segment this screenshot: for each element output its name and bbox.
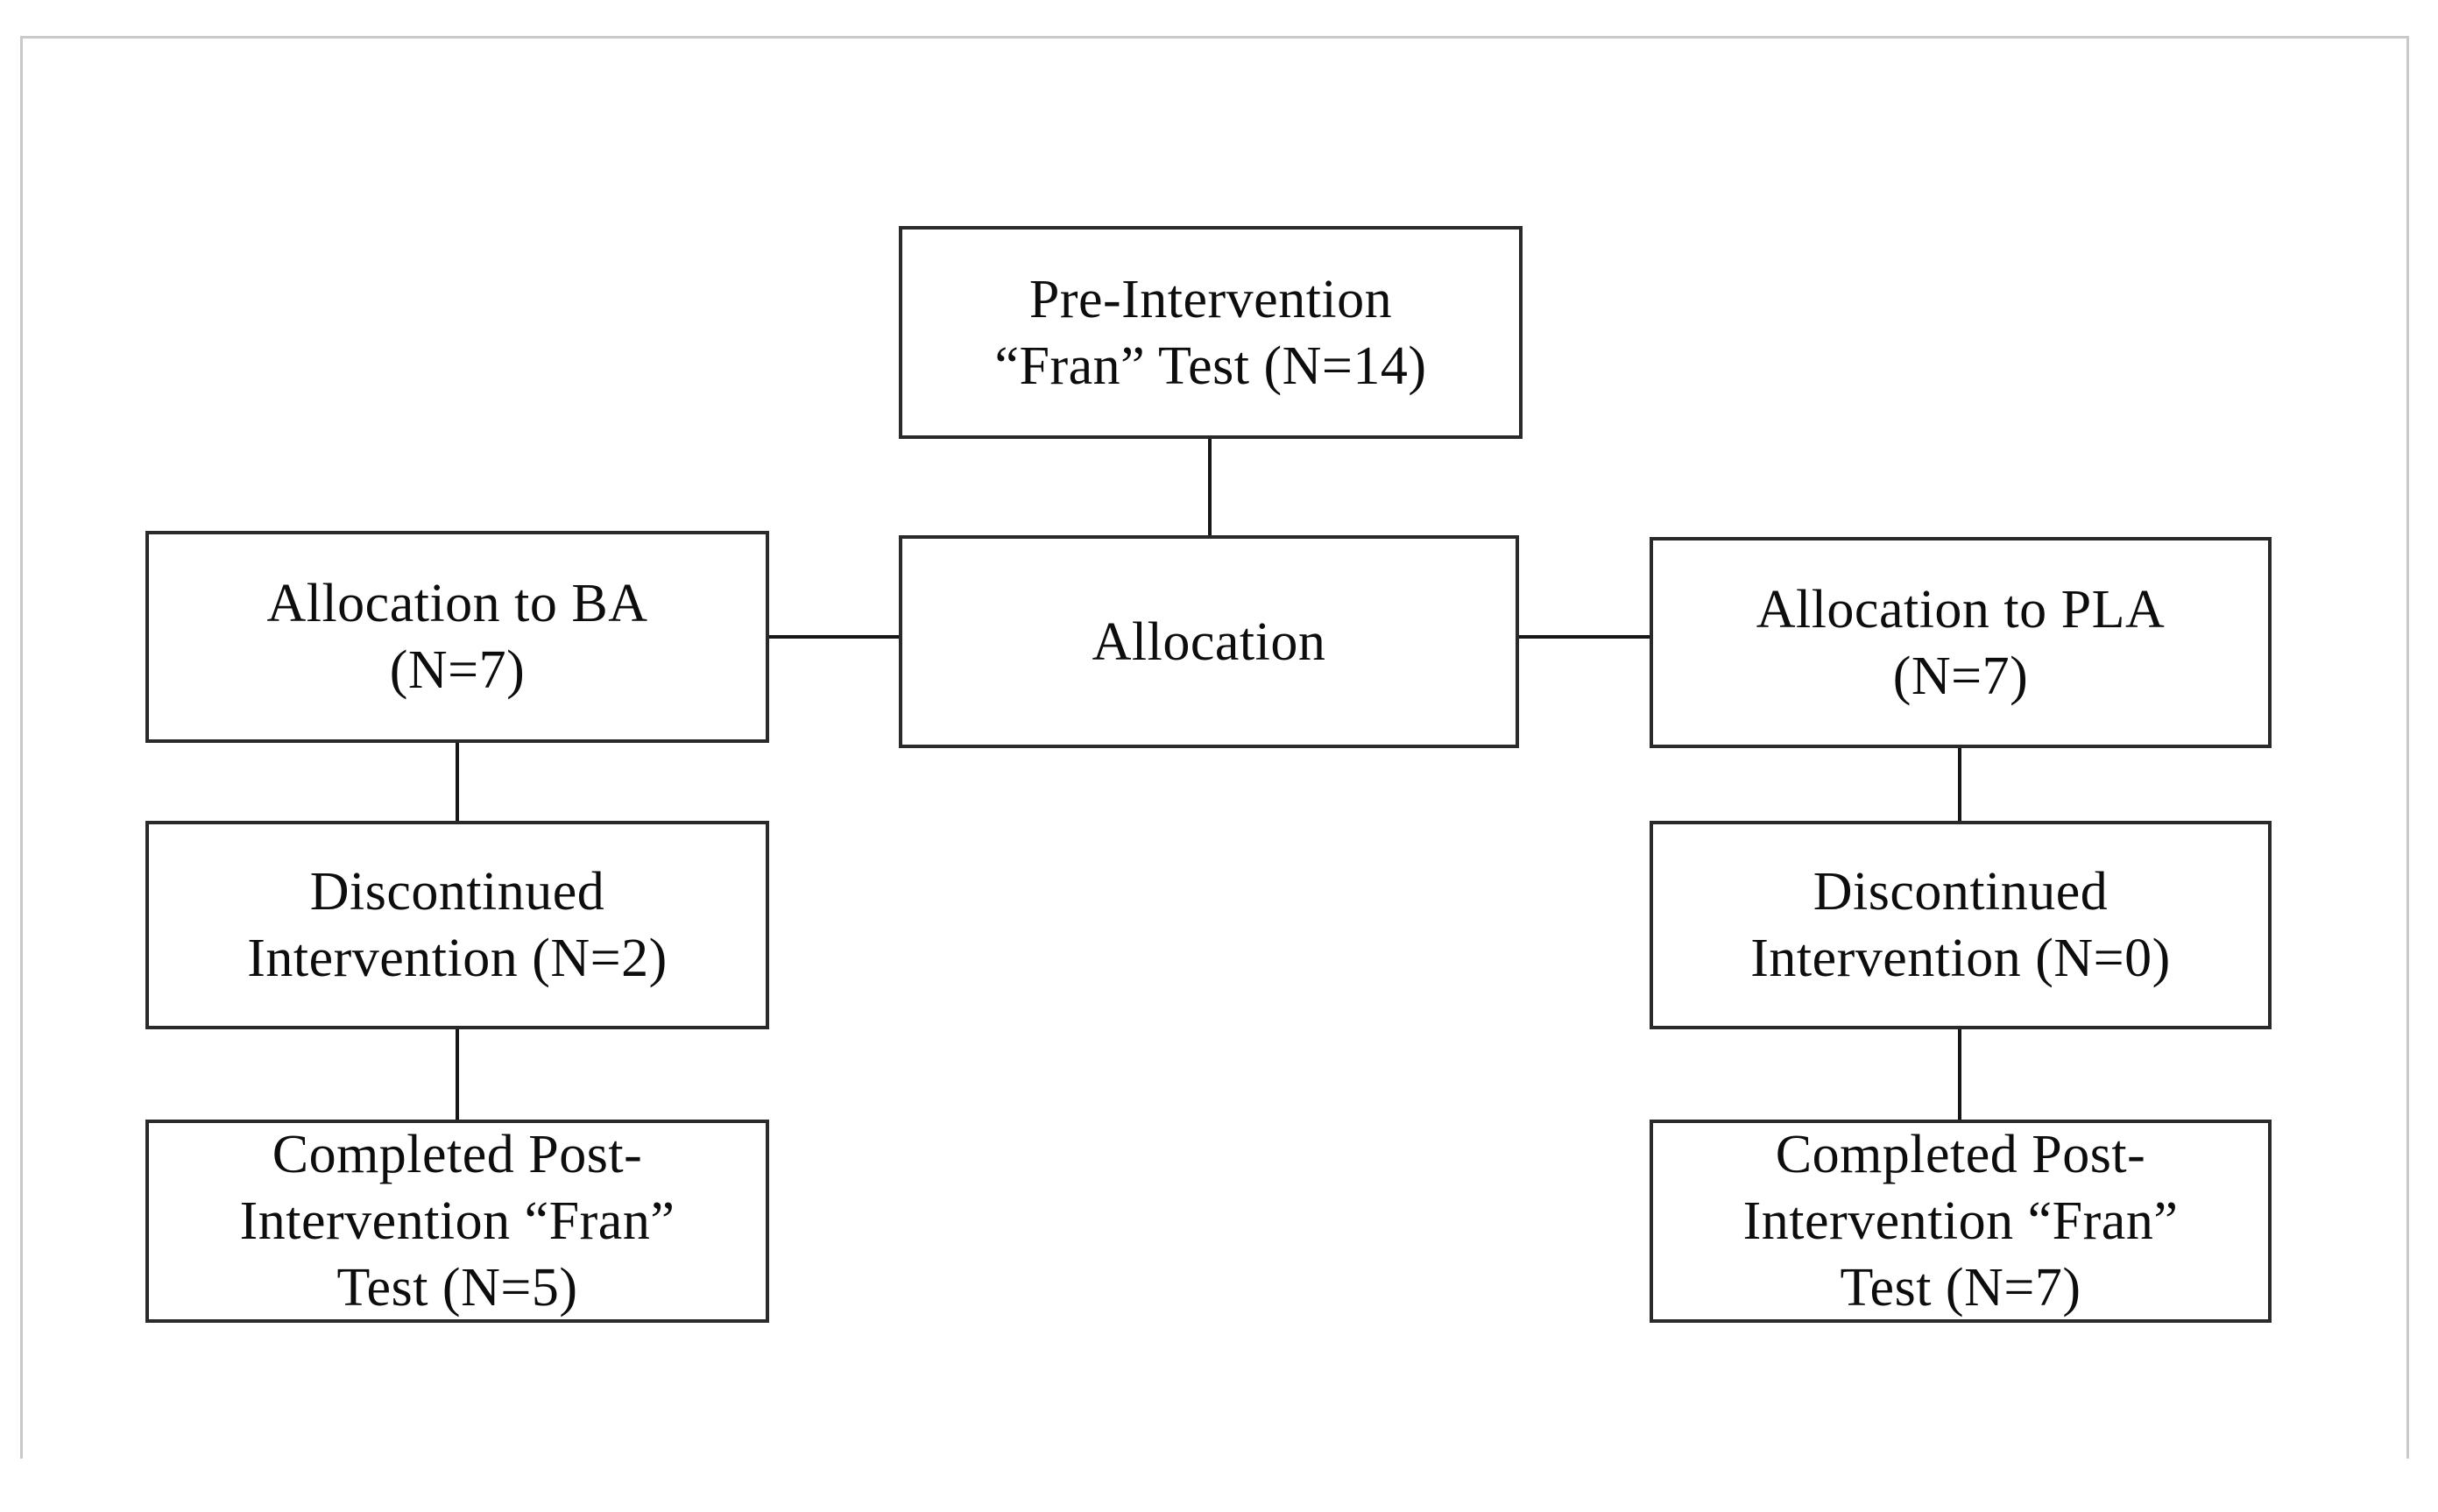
node-text-line: Test (N=5) <box>336 1258 578 1318</box>
node-completed-ba: Completed Post- Intervention “Fran” Test… <box>145 1120 769 1323</box>
node-text-line: Intervention (N=0) <box>1750 929 2171 988</box>
node-allocation-pla: Allocation to PLA (N=7) <box>1650 537 2272 748</box>
node-allocation-ba: Allocation to BA (N=7) <box>145 531 769 743</box>
connector-pla-to-discontinued <box>1958 748 1961 821</box>
node-text-line: Allocation <box>1092 611 1326 672</box>
node-text-line: Completed Post- <box>1775 1125 2146 1184</box>
node-text-line: (N=7) <box>1892 646 2029 706</box>
node-discontinued-pla: Discontinued Intervention (N=0) <box>1650 821 2272 1029</box>
node-text-line: Intervention (N=2) <box>247 929 668 988</box>
node-allocation: Allocation <box>899 535 1519 748</box>
connector-ba-to-discontinued <box>456 743 459 821</box>
node-text-line: (N=7) <box>389 640 526 700</box>
node-text-line: Intervention “Fran” <box>1742 1191 2179 1251</box>
node-pre-intervention-test: Pre-Intervention “Fran” Test (N=14) <box>899 226 1523 439</box>
connector-ba-discontinued-to-completed <box>456 1029 459 1120</box>
connector-allocation-to-ba <box>769 635 899 639</box>
node-text-line: Completed Post- <box>272 1125 643 1184</box>
node-text-line: Pre-Intervention <box>1028 269 1393 329</box>
node-text-line: Allocation to PLA <box>1756 579 2166 639</box>
node-text-line: Discontinued <box>1813 862 2109 922</box>
node-completed-pla: Completed Post- Intervention “Fran” Test… <box>1650 1120 2272 1323</box>
connector-pla-discontinued-to-completed <box>1958 1029 1961 1120</box>
node-discontinued-ba: Discontinued Intervention (N=2) <box>145 821 769 1029</box>
node-text-line: Discontinued <box>309 862 605 922</box>
node-text-line: “Fran” Test (N=14) <box>994 336 1427 396</box>
connector-pre-to-allocation <box>1208 439 1212 535</box>
node-text-line: Intervention “Fran” <box>239 1191 675 1251</box>
node-text-line: Test (N=7) <box>1840 1258 2081 1318</box>
connector-allocation-to-pla <box>1519 635 1650 639</box>
node-text-line: Allocation to BA <box>266 574 648 633</box>
